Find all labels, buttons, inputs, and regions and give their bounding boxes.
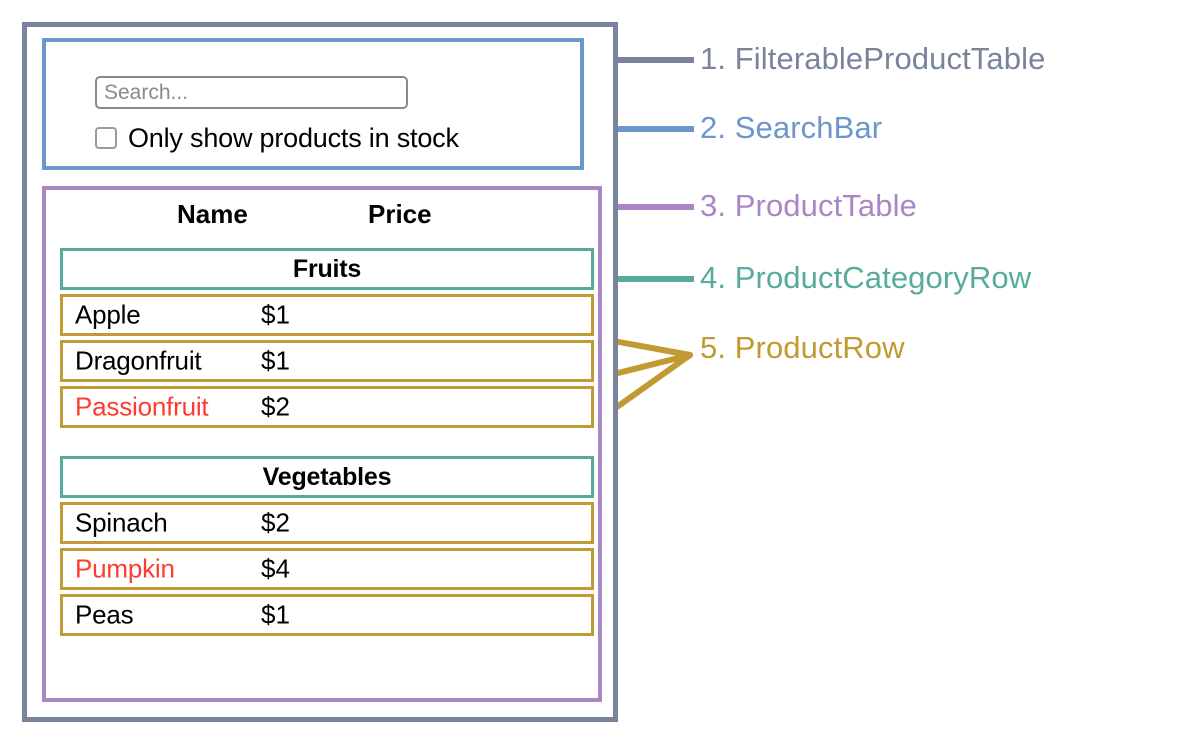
product-row[interactable]: Peas $1 bbox=[60, 594, 594, 636]
product-price: $2 bbox=[261, 391, 290, 422]
callout-label-search-bar: 2. SearchBar bbox=[700, 110, 883, 145]
product-row[interactable]: Pumpkin $4 bbox=[60, 548, 594, 590]
product-name: Spinach bbox=[75, 507, 168, 538]
product-name: Dragonfruit bbox=[75, 345, 202, 376]
search-input[interactable] bbox=[95, 76, 408, 109]
product-table-header-row: Name Price bbox=[46, 199, 598, 237]
callout-label-filterable-product-table: 1. FilterableProductTable bbox=[700, 41, 1046, 76]
product-category-label: Vegetables bbox=[262, 462, 392, 491]
product-price: $1 bbox=[261, 299, 290, 330]
product-row[interactable]: Dragonfruit $1 bbox=[60, 340, 594, 382]
product-price: $1 bbox=[261, 345, 290, 376]
product-price: $1 bbox=[261, 599, 290, 630]
product-price: $2 bbox=[261, 507, 290, 538]
product-name: Pumpkin bbox=[75, 553, 175, 584]
product-row[interactable]: Spinach $2 bbox=[60, 502, 594, 544]
only-in-stock-checkbox[interactable] bbox=[95, 127, 117, 149]
product-row[interactable]: Apple $1 bbox=[60, 294, 594, 336]
product-category-label: Fruits bbox=[292, 254, 362, 283]
product-table-container: Name Price Fruits Apple $1 Dragonfruit $… bbox=[42, 186, 602, 702]
search-bar-container: Only show products in stock bbox=[42, 38, 584, 170]
callout-label-product-category-row: 4. ProductCategoryRow bbox=[700, 260, 1032, 295]
product-row[interactable]: Passionfruit $2 bbox=[60, 386, 594, 428]
column-header-price: Price bbox=[368, 199, 432, 229]
product-price: $4 bbox=[261, 553, 290, 584]
product-name: Peas bbox=[75, 599, 134, 630]
only-in-stock-label: Only show products in stock bbox=[128, 123, 459, 153]
product-name: Apple bbox=[75, 299, 141, 330]
product-table-body: Fruits Apple $1 Dragonfruit $1 Passionfr… bbox=[60, 248, 594, 640]
in-stock-filter-row[interactable]: Only show products in stock bbox=[95, 124, 459, 152]
group-spacer bbox=[60, 432, 594, 456]
column-header-name: Name bbox=[177, 199, 248, 229]
callout-label-product-row: 5. ProductRow bbox=[700, 330, 905, 365]
callout-label-product-table: 3. ProductTable bbox=[700, 188, 917, 223]
product-category-row: Vegetables bbox=[60, 456, 594, 498]
product-category-row: Fruits bbox=[60, 248, 594, 290]
product-name: Passionfruit bbox=[75, 391, 209, 422]
